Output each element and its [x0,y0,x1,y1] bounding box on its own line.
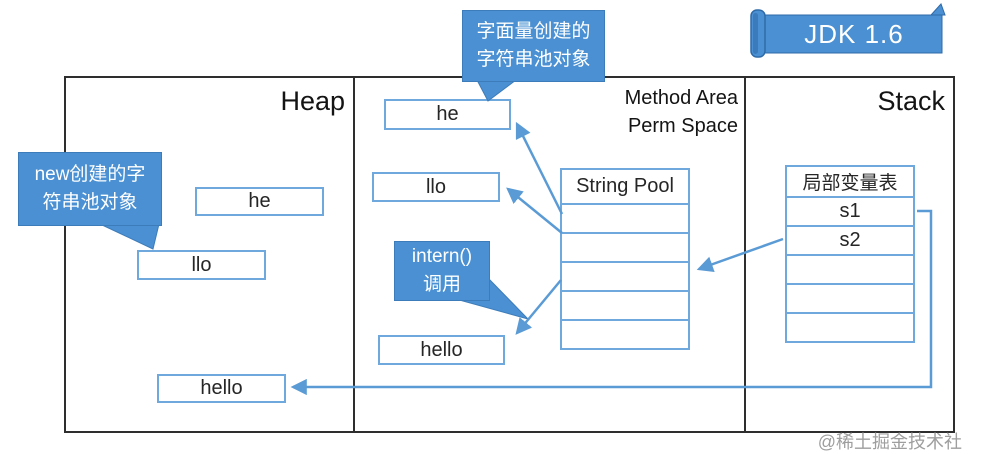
literal-string-callout: 字面量创建的 字符串池对象 [462,10,605,82]
local-variable-table-header: 局部变量表 [802,173,898,194]
intern-call-callout-line2: 调用 [422,274,461,295]
heap-hello-box: hello [157,374,286,403]
methodarea-llo-box: llo [372,172,500,202]
methodarea-hello-box: hello [378,335,505,365]
local-var-row-empty [787,254,913,283]
perm-space-title-line2: Perm Space [627,115,738,137]
string-pool-header: String Pool [576,175,674,197]
jdk-version-banner: JDK 1.6 [745,2,957,60]
heap-he-box: he [195,187,324,216]
heap-title: Heap [280,86,345,116]
intern-call-callout-line1: intern() [411,245,473,267]
heap-methodarea-divider [353,76,355,433]
method-area-title: Method Area Perm Space [552,84,738,140]
intern-call-callout: intern() 调用 [394,241,490,301]
methodarea-stack-divider [744,76,746,433]
new-string-callout-line1: new创建的字 [34,163,146,185]
string-pool-row [562,290,688,319]
new-string-callout: new创建的字 符串池对象 [18,152,162,226]
heap-llo-box: llo [137,250,266,280]
new-string-callout-line2: 符串池对象 [42,192,138,213]
literal-string-callout-line1: 字面量创建的 [476,20,591,42]
local-var-row-empty [787,283,913,312]
string-pool-row [562,319,688,348]
stack-title: Stack [877,86,945,116]
string-pool-row [562,232,688,261]
juejin-watermark: @稀土掘金技术社区 [817,432,962,452]
method-area-title-line1: Method Area [624,87,738,109]
local-var-row-s1: s1 [787,196,913,225]
jdk-version-label: JDK 1.6 [804,18,904,49]
string-pool-row [562,261,688,290]
methodarea-he-box: he [384,99,511,130]
local-var-row-empty [787,312,913,341]
string-pool-table: String Pool [560,168,690,350]
local-variable-table: 局部变量表 s1 s2 [785,165,915,343]
literal-string-callout-line2: 字符串池对象 [476,49,591,70]
jdk-banner-ribbon-shape [750,3,946,58]
string-pool-row [562,203,688,232]
local-var-row-s2: s2 [787,225,913,254]
